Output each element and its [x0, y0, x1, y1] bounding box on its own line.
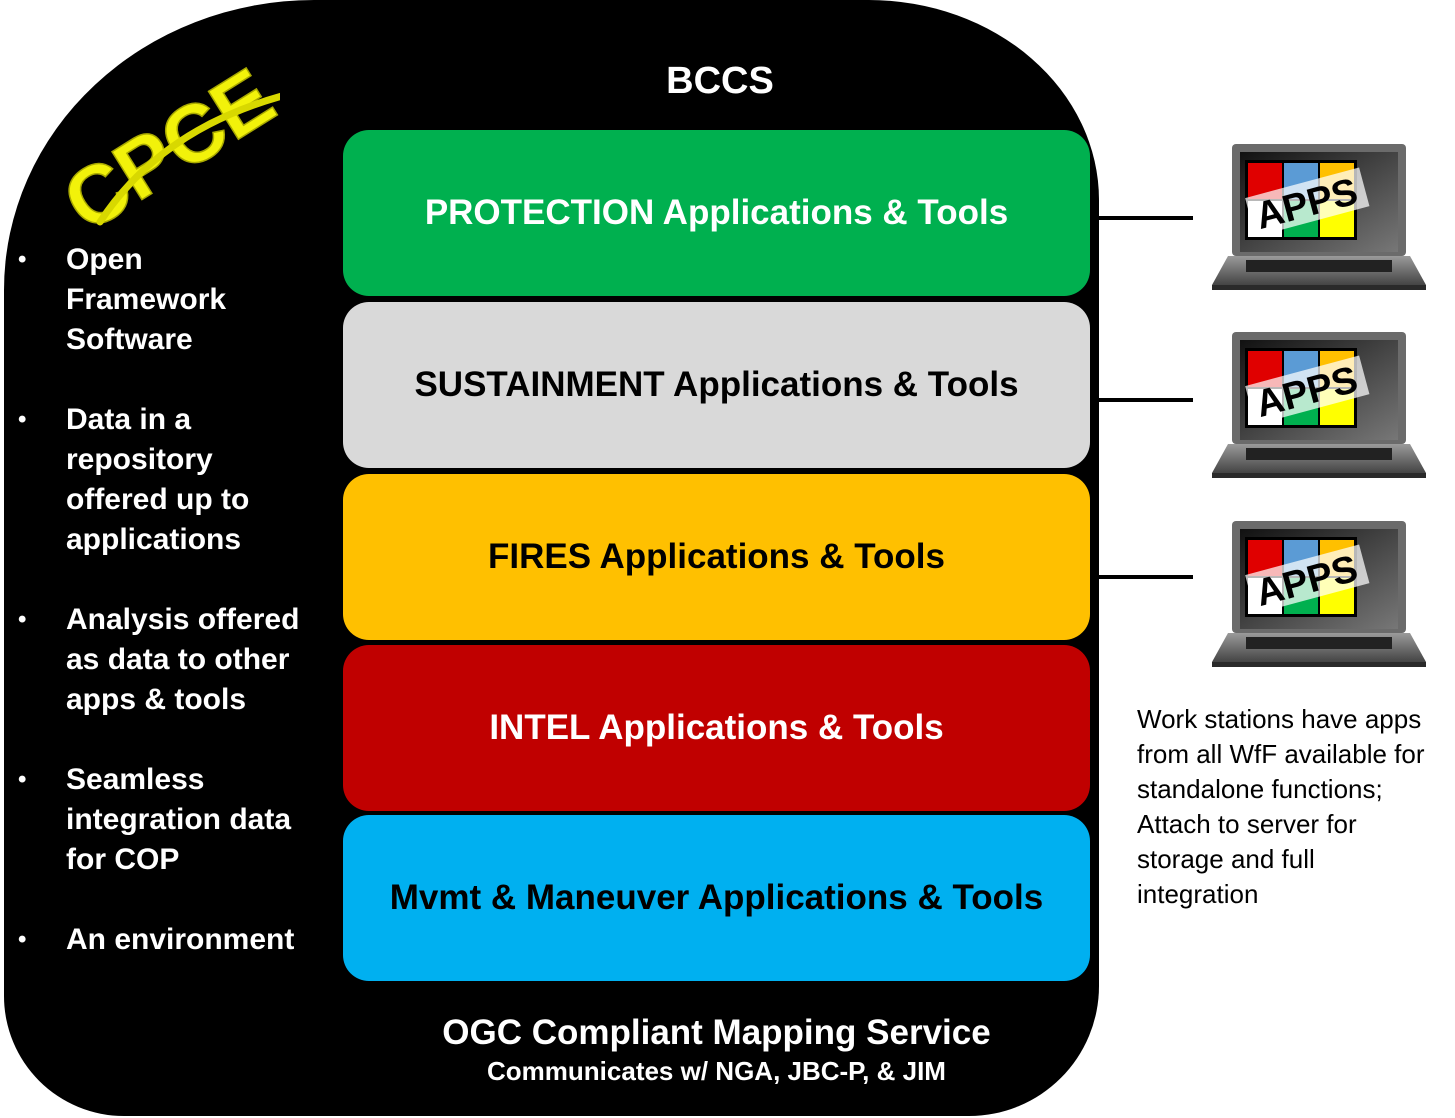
- feature-list: •Open Framework Software •Data in a repo…: [18, 240, 338, 1000]
- bccs-title: BCCS: [666, 60, 774, 102]
- band-sustainment: SUSTAINMENT Applications & Tools: [343, 302, 1090, 468]
- band-mvmt-maneuver: Mvmt & Maneuver Applications & Tools: [343, 815, 1090, 981]
- feature-item: •An environment: [18, 923, 295, 956]
- feature-text: Analysis offered as data to other apps &…: [66, 603, 300, 716]
- feature-text: Data in a repository offered up to appli…: [66, 403, 250, 556]
- feature-text: Seamless integration data for COP: [66, 763, 292, 876]
- footer: OGC Compliant Mapping Service Communicat…: [343, 1012, 1090, 1088]
- band-protection: PROTECTION Applications & Tools: [343, 130, 1090, 296]
- connector-line: [1098, 398, 1193, 402]
- band-fires: FIRES Applications & Tools: [343, 474, 1090, 640]
- footer-title: OGC Compliant Mapping Service: [442, 1013, 991, 1052]
- laptop-icon: APPS: [1208, 140, 1430, 295]
- feature-item: •Seamless integration data for COP: [18, 763, 292, 876]
- band-intel: INTEL Applications & Tools: [343, 645, 1090, 811]
- feature-item: •Data in a repository offered up to appl…: [18, 403, 250, 556]
- connector-line: [1098, 575, 1193, 579]
- feature-text: Open Framework Software: [66, 243, 227, 356]
- connector-line: [1098, 216, 1193, 220]
- cpce-logo-text: CPCE: [48, 51, 280, 230]
- workstation-note: Work stations have apps from all WfF ava…: [1137, 704, 1425, 909]
- feature-text: An environment: [66, 923, 295, 956]
- cpce-logo: CPCE: [48, 50, 280, 230]
- feature-item: •Open Framework Software: [18, 243, 227, 356]
- feature-item: •Analysis offered as data to other apps …: [18, 603, 300, 716]
- laptop-icon: APPS: [1208, 328, 1430, 483]
- footer-subtitle: Communicates w/ NGA, JBC-P, & JIM: [487, 1056, 946, 1086]
- laptop-icon: APPS: [1208, 517, 1430, 672]
